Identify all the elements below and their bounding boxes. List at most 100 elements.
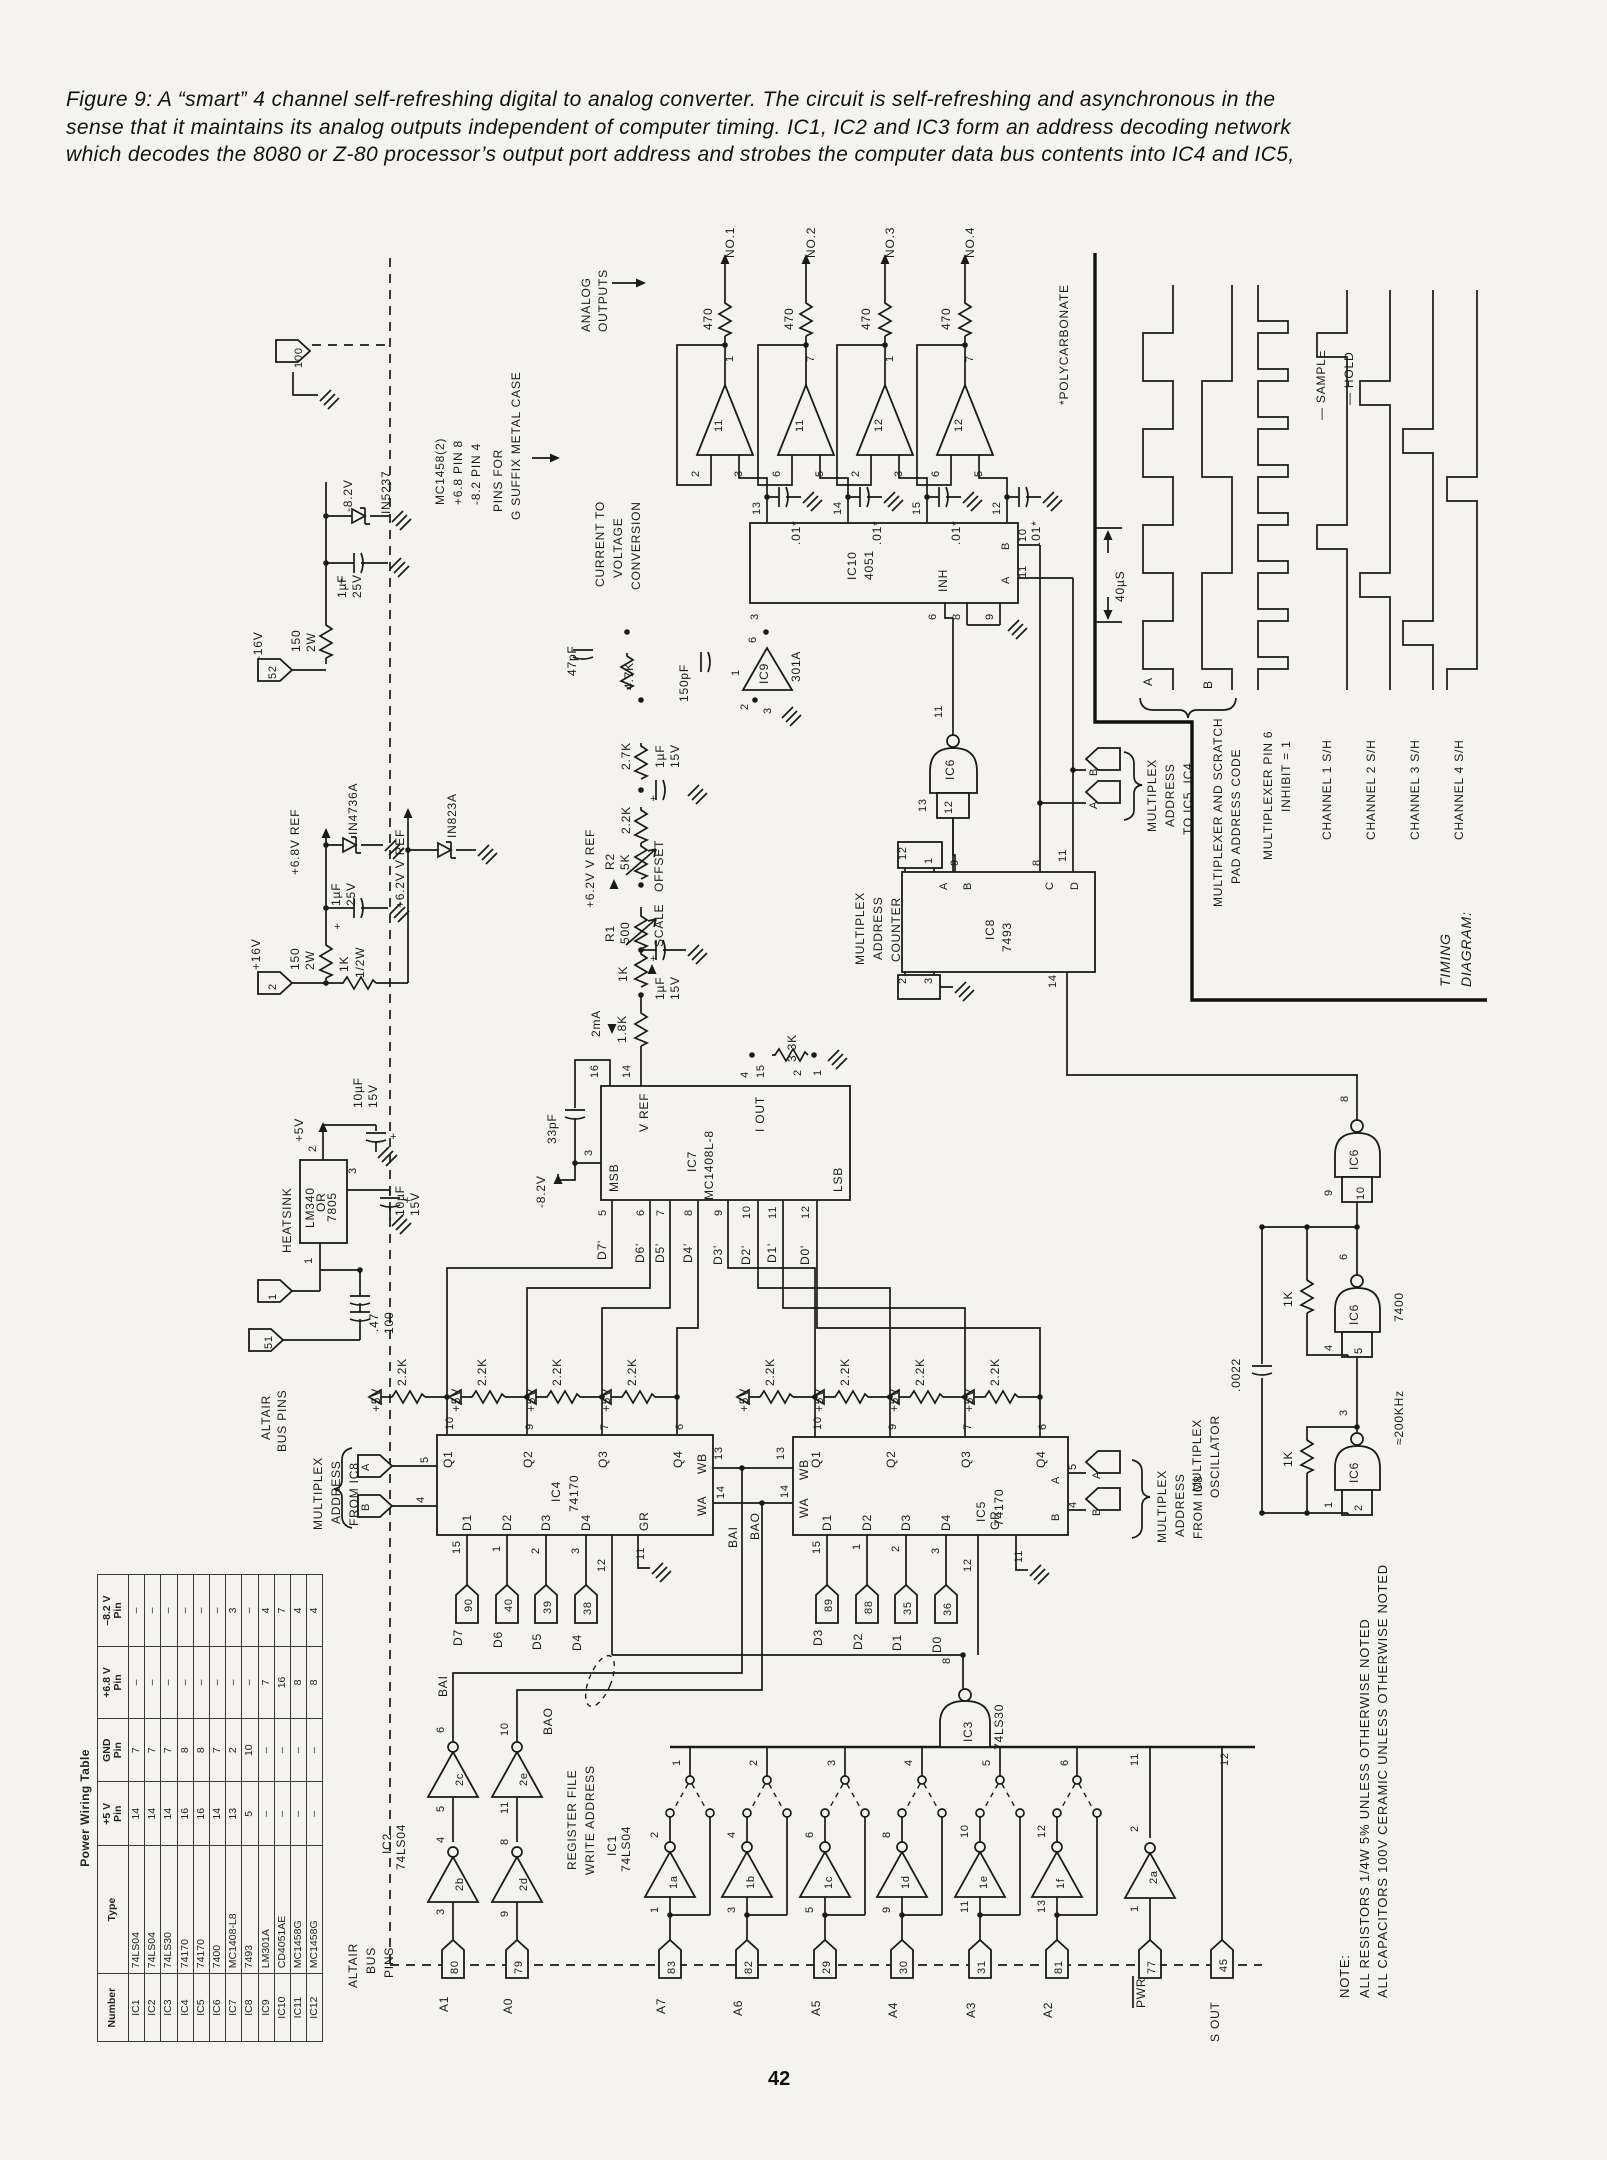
schematic-label: 8 — [881, 1831, 893, 1838]
power-table-cell: 16 — [193, 1781, 210, 1846]
schematic-label: BUS — [364, 1947, 378, 1974]
bus-pin-1: 1 — [267, 1293, 279, 1300]
ic7-label: IC7 — [685, 1151, 699, 1172]
schematic-label: 6 — [1059, 1759, 1071, 1766]
schematic-label: 10 — [444, 1416, 456, 1430]
pos-16v-label: +16V — [249, 938, 263, 970]
schematic-label: A — [1050, 1476, 1062, 1484]
schematic-label: 1 — [303, 1257, 315, 1264]
schematic-label: 12 — [873, 418, 885, 432]
schematic-label: +5V — [524, 1388, 538, 1412]
bus-pin-83: 83 — [666, 1960, 678, 1974]
ic5-74170 — [792, 1436, 1069, 1536]
schematic-label: + — [338, 576, 345, 588]
schematic-label: 2.2K — [838, 1358, 852, 1386]
schematic-label: A6 — [731, 2000, 745, 2016]
schematic-label: 14 — [621, 1064, 633, 1078]
schematic-label: MULTIPLEX — [311, 1457, 325, 1530]
schematic-label: 74LS04 — [394, 1824, 408, 1870]
schematic-label: BAO — [748, 1512, 762, 1540]
schematic-label: 6 — [804, 1831, 816, 1838]
schematic-label: BAI — [726, 1526, 740, 1548]
schematic-label: CHANNEL 2 S/H — [1364, 739, 1378, 840]
schematic-label: 6 — [930, 470, 942, 477]
caption-line-1: Figure 9: A “smart” 4 channel self-refre… — [66, 88, 1276, 111]
schematic-label: GR — [988, 1510, 1002, 1530]
schematic-label: 12 — [953, 418, 965, 432]
schematic-label: 15 — [755, 1064, 767, 1078]
bus-pin-90: 90 — [463, 1598, 475, 1612]
schematic-label: .0022 — [1229, 1358, 1243, 1392]
schematic-label: 4 — [1067, 1501, 1079, 1508]
power-table-cell: 8 — [177, 1718, 194, 1782]
schematic-label: +5V — [449, 1388, 463, 1412]
counter-section — [897, 618, 1358, 1076]
schematic-label: 2 — [1353, 1504, 1365, 1511]
schematic-label: IC6 — [1347, 1304, 1361, 1325]
schematic-label: -8.2V — [534, 1175, 548, 1208]
schematic-label: 1K — [1281, 1451, 1295, 1467]
schematic-label: 8 — [951, 613, 963, 620]
schematic-label: D5 — [530, 1633, 544, 1650]
schematic-label: 8 — [499, 1838, 511, 1845]
schematic-label: 4 — [1323, 1344, 1335, 1351]
schematic-label: 2 — [850, 470, 862, 477]
schematic-label: +6.2V V REF — [583, 829, 597, 908]
schematic-label: 5 — [597, 1209, 609, 1216]
schematic-label: TO IC5, IC4 — [1181, 762, 1195, 835]
power-table-cell: 7 — [144, 1718, 161, 1782]
power-table-cell: – — [160, 1646, 178, 1719]
schematic-label: A — [1088, 801, 1100, 809]
schematic-label: 6 — [927, 613, 939, 620]
power-table-cell: – — [290, 1781, 307, 1846]
schematic-label: FROM IC8 — [1191, 1475, 1205, 1539]
schematic-label: Q4 — [671, 1450, 685, 1468]
mux-addr-a-tag — [1085, 780, 1121, 804]
power-table-cell: 16 — [177, 1781, 194, 1846]
ic1-label: IC1 — [605, 1835, 619, 1856]
schematic-label: I OUT — [753, 1096, 767, 1132]
schematic-label: 6 — [747, 636, 759, 643]
decoder-jumper-circles[interactable] — [665, 1775, 1102, 1818]
schematic-label: 11 — [1017, 565, 1029, 578]
schematic-label: 15V — [366, 1084, 380, 1108]
schematic-label: A4 — [886, 2002, 900, 2018]
schematic-label: .47 — [367, 1313, 381, 1332]
schematic-label: 9 — [949, 859, 961, 866]
schematic-label: 1b — [745, 1875, 757, 1889]
schematic-label: 2e — [518, 1772, 530, 1786]
schematic-label: GR — [637, 1511, 651, 1531]
power-table-cell: 8 — [193, 1718, 210, 1782]
power-table-cell: 74LS04 — [128, 1845, 145, 1974]
schematic-label: 9 — [984, 613, 996, 620]
schematic-label: 3 — [583, 1149, 595, 1156]
schematic-label: A — [938, 882, 950, 890]
ic9-label: IC9 — [757, 663, 771, 684]
timing-diagram — [1093, 253, 1487, 1002]
schematic-label: 15 — [451, 1540, 463, 1554]
schematic-label: 150 — [288, 948, 302, 970]
schematic-label: 1 — [491, 1545, 503, 1552]
power-table-cell: 74170 — [177, 1845, 194, 1974]
schematic-label: 12 — [897, 846, 909, 860]
schematic-label: Q3 — [596, 1450, 610, 1468]
schematic-label: A — [360, 1463, 372, 1471]
power-table-cell: IC6 — [209, 1973, 226, 2042]
schematic-label: ADDRESS — [1173, 1473, 1187, 1537]
power-table-cell: – — [144, 1574, 161, 1647]
schematic-label: D1 — [460, 1514, 474, 1531]
schematic-label: LM340 — [303, 1187, 317, 1228]
schematic-label: ADDRESS — [871, 896, 885, 960]
schematic-label: OR — [314, 1192, 328, 1212]
schematic-label: C — [1044, 881, 1056, 890]
schematic-label: 470 — [701, 308, 715, 330]
schematic-label: D1' — [765, 1243, 779, 1263]
